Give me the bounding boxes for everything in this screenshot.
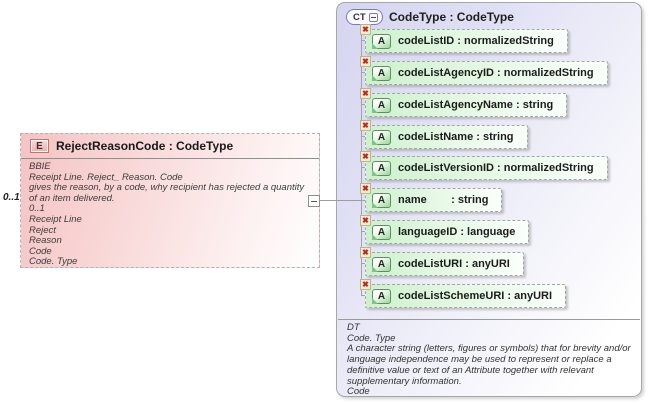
codetype-annotation: DT Code. Type A character string (letter… — [347, 322, 640, 398]
annotation-line: Receipt Line. Reject_ Reason. Code — [29, 171, 183, 183]
attribute-row-codeListAgencyID[interactable]: ✖ A codeListAgencyID : normalizedString — [360, 56, 608, 85]
expand-collapse-icon[interactable] — [308, 195, 320, 207]
prohibited-icon: ✖ — [360, 56, 371, 67]
tree-stub — [361, 40, 366, 41]
tree-stub — [361, 200, 366, 201]
attribute-icon: A — [372, 193, 391, 208]
divider — [21, 158, 319, 159]
codetype-title: CodeType : CodeType — [389, 10, 514, 24]
tree-stub — [361, 231, 366, 232]
prohibited-icon: ✖ — [360, 247, 371, 258]
prohibited-icon: ✖ — [360, 151, 371, 162]
attribute-label: codeListAgencyName : string — [398, 99, 554, 111]
attribute-row-codeListID[interactable]: ✖ A codeListID : normalizedString — [360, 24, 568, 53]
annotation-line: Reason — [29, 235, 62, 247]
collapse-icon[interactable] — [368, 12, 378, 22]
annotation-line: Code — [347, 386, 370, 398]
annotation-line: Receipt Line — [29, 213, 82, 225]
attribute-row-name[interactable]: ✖ A name : string — [360, 183, 503, 212]
attribute-label: codeListVersionID : normalizedString — [398, 162, 594, 174]
tree-stub — [361, 295, 366, 296]
codetype-box[interactable]: CT CodeType : CodeType ✖ A codeListID : … — [336, 2, 642, 397]
attribute-label: codeListURI : anyURI — [398, 258, 510, 270]
element-box-reject-reason-code[interactable]: E RejectReasonCode : CodeType BBIE Recei… — [20, 133, 320, 268]
element-icon: E — [30, 139, 49, 153]
annotation-line: Code. Type — [347, 332, 396, 344]
attribute-row-languageID[interactable]: ✖ A languageID : language — [360, 215, 530, 244]
tree-stub — [361, 136, 366, 137]
attribute-label: languageID : language — [398, 226, 516, 238]
element-title: RejectReasonCode : CodeType — [56, 139, 234, 153]
prohibited-icon: ✖ — [360, 215, 371, 226]
annotation-line: Reject — [29, 224, 56, 236]
attribute-label: name : string — [398, 194, 489, 206]
tree-stub — [361, 167, 366, 168]
attribute-icon: A — [372, 66, 391, 81]
tree-stub — [361, 263, 366, 264]
attribute-label: codeListName : string — [398, 131, 514, 143]
prohibited-icon: ✖ — [360, 183, 371, 194]
annotation-line: BBIE — [29, 161, 51, 172]
element-header[interactable]: E RejectReasonCode : CodeType — [21, 134, 319, 158]
tree-stub — [361, 72, 366, 73]
attribute-icon: A — [372, 34, 391, 49]
multiplicity-label: 0..1 — [3, 192, 20, 203]
connector-line — [319, 200, 361, 201]
attribute-icon: A — [372, 130, 391, 145]
attribute-icon: A — [372, 225, 391, 240]
attribute-row-codeListURI[interactable]: ✖ A codeListURI : anyURI — [360, 247, 524, 276]
prohibited-icon: ✖ — [360, 24, 371, 35]
attribute-label: codeListID : normalizedString — [398, 35, 554, 47]
annotation-line: Code — [29, 245, 52, 257]
element-annotation: BBIE Receipt Line. Reject_ Reason. Code … — [29, 161, 314, 268]
prohibited-icon: ✖ — [360, 88, 371, 99]
annotation-line: DT — [347, 322, 360, 333]
tree-stub — [361, 104, 366, 105]
attribute-row-codeListName[interactable]: ✖ A codeListName : string — [360, 120, 528, 149]
attribute-label: codeListAgencyID : normalizedString — [398, 67, 594, 79]
annotation-line: 0..1 — [29, 203, 45, 215]
attribute-icon: A — [372, 257, 391, 272]
prohibited-icon: ✖ — [360, 120, 371, 131]
attribute-icon: A — [372, 289, 391, 304]
attribute-icon: A — [372, 161, 391, 176]
attribute-icon: A — [372, 98, 391, 113]
attribute-row-codeListAgencyName[interactable]: ✖ A codeListAgencyName : string — [360, 88, 568, 117]
complextype-icon-label: CT — [353, 11, 366, 23]
annotation-line: gives the reason, by a code, why recipie… — [29, 182, 305, 204]
attribute-label: codeListSchemeURI : anyURI — [398, 290, 553, 302]
attribute-row-codeListVersionID[interactable]: ✖ A codeListVersionID : normalizedString — [360, 151, 608, 180]
complextype-icon[interactable]: CT — [346, 9, 383, 25]
annotation-line: A character string (letters, figures or … — [347, 343, 631, 387]
annotation-line: Code. Type — [29, 256, 78, 268]
divider — [338, 319, 640, 320]
prohibited-icon: ✖ — [360, 279, 371, 290]
attribute-row-codeListSchemeURI[interactable]: ✖ A codeListSchemeURI : anyURI — [360, 279, 567, 308]
